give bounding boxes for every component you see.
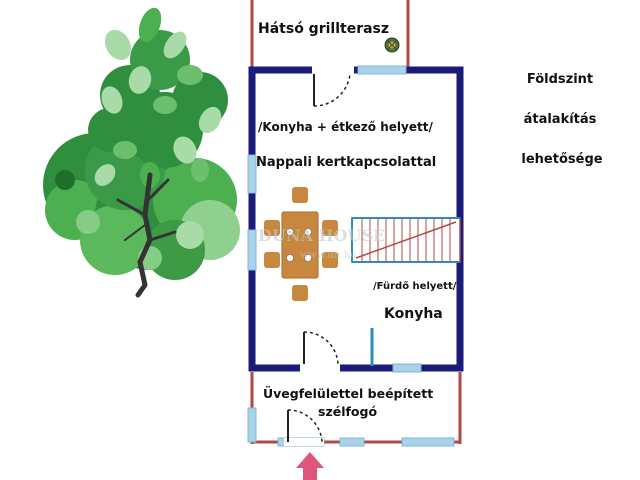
door-top [312, 66, 354, 107]
tree-icon [43, 7, 240, 298]
grill-icon [384, 37, 400, 53]
dining-table [264, 187, 338, 301]
label-kitchen: Konyha [384, 306, 443, 322]
title-line2: átalakítás [524, 112, 597, 127]
label-living-garden: Nappali kertkapcsolattal [256, 155, 436, 170]
label-vestibule-line1: Üvegfelülettel beépített [263, 386, 433, 401]
watermark-brand: DUNA HOUSE [258, 226, 385, 245]
watermark: DUNA HOUSE www.dh.hu [258, 226, 385, 261]
door-vestibule [284, 409, 324, 446]
door-bottom [300, 331, 340, 372]
label-back-terrace: Hátsó grillterasz [258, 21, 389, 37]
label-vestibule-line2: szélfogó [318, 404, 377, 419]
title-line3: lehetősége [521, 152, 602, 167]
entry-arrow-icon [296, 452, 324, 480]
label-bathroom-instead: /Fürdő helyett/ [373, 280, 457, 292]
staircase [351, 217, 461, 263]
back-terrace [250, 0, 410, 70]
label-kitchen-dining-instead: /Konyha + étkező helyett/ [258, 120, 433, 134]
title-line1: Földszint [527, 72, 593, 87]
watermark-url: www.dh.hu [300, 250, 357, 261]
